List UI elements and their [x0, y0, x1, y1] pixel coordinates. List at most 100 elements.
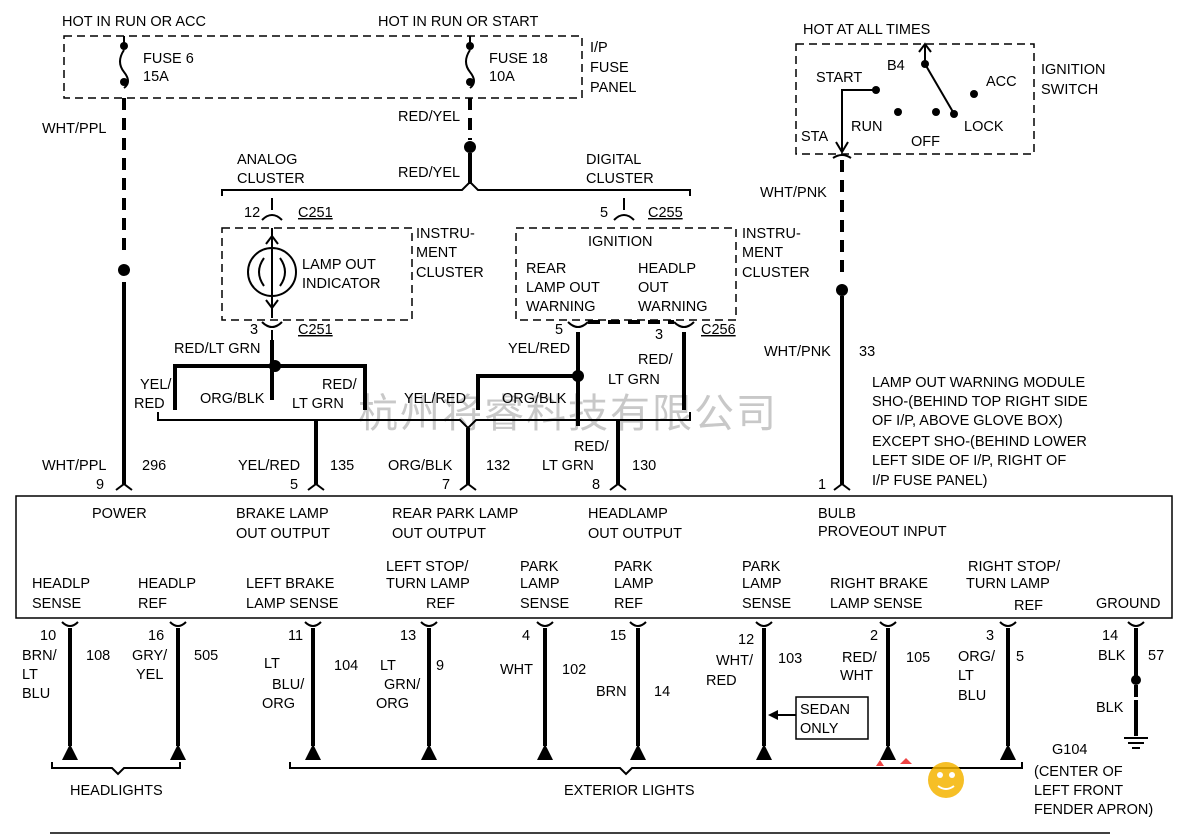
wht-ppl-top-label: WHT/PPL — [42, 121, 106, 137]
ckt-33-label: 33 — [859, 344, 875, 360]
headlp-sense-l2: SENSE — [32, 596, 81, 612]
c255-label: C255 — [648, 205, 683, 221]
fuse-6-amp: 15A — [143, 69, 169, 85]
w4-color-3: ORG — [376, 696, 409, 712]
module-inputs: YEL/RED 135 5 ORG/BLK 132 7 RED/ LT GRN … — [238, 160, 875, 493]
w7-pin: 12 — [738, 632, 754, 648]
ignition-switch-label-1: IGNITION — [1041, 62, 1105, 78]
yel-red-d-label: YEL/RED — [238, 458, 300, 474]
power-wire: WHT/PPL WHT/PPL 296 9 — [42, 98, 166, 493]
digital-cluster: 5 C255 IGNITION REAR LAMP OUT WARNING HE… — [404, 198, 810, 426]
lamp-out-label-1: LAMP OUT — [302, 257, 376, 273]
pin-3b-label: 3 — [655, 327, 663, 343]
head-warning-l1: HEADLP — [638, 261, 696, 277]
bulb-proveout-l2: PROVEOUT INPUT — [818, 524, 947, 540]
w9-circuit: 5 — [1016, 649, 1024, 665]
park-sense-1-l1: PARK — [520, 559, 559, 575]
wht-ppl-bottom-label: WHT/PPL — [42, 458, 106, 474]
fuse-panel-label-1: I/P — [590, 40, 608, 56]
rear-warning-l3: WARNING — [526, 299, 596, 315]
fuse-18-amp: 10A — [489, 69, 515, 85]
fuse-18-label: FUSE 18 — [489, 51, 548, 67]
brake-output-l1: BRAKE LAMP — [236, 506, 329, 522]
w5-pin: 4 — [522, 628, 530, 644]
w7-color-2: RED — [706, 673, 737, 689]
ckt-296-label: 296 — [142, 458, 166, 474]
watermark-text: 杭州将睿科技有限公司 — [358, 391, 778, 437]
pin-3a-label: 3 — [250, 322, 258, 338]
w4-pin: 13 — [400, 628, 416, 644]
pin-12-label: 12 — [244, 205, 260, 221]
brake-output-l2: OUT OUTPUT — [236, 526, 330, 542]
w2-color-2: YEL — [136, 667, 163, 683]
left-brake-sense-l2: LAMP SENSE — [246, 596, 339, 612]
lamp-out-indicator-bulb — [247, 247, 297, 297]
lt-grn-b-label: LT GRN — [292, 396, 344, 412]
right-brake-sense-l2: LAMP SENSE — [830, 596, 923, 612]
red-lt-grn-label: RED/LT GRN — [174, 341, 260, 357]
right-brake-sense-l1: RIGHT BRAKE — [830, 576, 928, 592]
pin-5-module-label: 5 — [290, 477, 298, 493]
module-desc-4: EXCEPT SHO-(BEHIND LOWER — [872, 434, 1087, 450]
park-ref-l2: LAMP — [614, 576, 654, 592]
headlights-label: HEADLIGHTS — [70, 783, 163, 799]
w3-pin: 11 — [288, 628, 303, 644]
ignition-switch: HOT AT ALL TIMES START B4 ACC RUN OFF LO… — [795, 22, 1105, 159]
pin-1-module-label: 1 — [818, 477, 826, 493]
pin-7-module-label: 7 — [442, 477, 450, 493]
w6-pin: 15 — [610, 628, 626, 644]
headlp-ref-l1: HEADLP — [138, 576, 196, 592]
org-blk-c-label: ORG/BLK — [502, 391, 567, 407]
lt-grn-c-label: LT GRN — [608, 372, 660, 388]
headlamp-output-l1: HEADLAMP — [588, 506, 668, 522]
digital-cluster-label-2: CLUSTER — [586, 171, 654, 187]
ignition-sta-label: STA — [801, 129, 828, 145]
w2-color-1: GRY/ — [132, 648, 168, 664]
g104-desc-3: FENDER APRON) — [1034, 802, 1153, 818]
wht-pnk-mid-label: WHT/PNK — [764, 344, 831, 360]
park-ref-l3: REF — [614, 596, 643, 612]
w5-circuit: 102 — [562, 662, 586, 678]
fuse-6-label: FUSE 6 — [143, 51, 194, 67]
module-desc-2: SHO-(BEHIND TOP RIGHT SIDE — [872, 394, 1088, 410]
lamp-out-warning-module: POWER BRAKE LAMP OUT OUTPUT REAR PARK LA… — [15, 495, 1173, 619]
park-sense-2-l2: LAMP — [742, 576, 782, 592]
g104-desc-1: (CENTER OF — [1034, 764, 1123, 780]
module-desc-5: LEFT SIDE OF I/P, RIGHT OF — [872, 453, 1066, 469]
w9-pin: 3 — [986, 628, 994, 644]
red-d-label: RED/ — [574, 439, 610, 455]
hot-run-acc-label: HOT IN RUN OR ACC — [62, 14, 206, 30]
left-brake-sense-l1: LEFT BRAKE — [246, 576, 335, 592]
yel-label: YEL/ — [140, 377, 172, 393]
park-sense-2-l3: SENSE — [742, 596, 791, 612]
w1-pin: 10 — [40, 628, 56, 644]
right-stop-ref-l2: TURN LAMP — [966, 576, 1050, 592]
sedan-only-l1: SEDAN — [800, 702, 850, 718]
w3-circuit: 104 — [334, 658, 358, 674]
pin-9-label: 9 — [96, 477, 104, 493]
ignition-cluster-label: IGNITION — [588, 234, 652, 250]
analog-cluster-label-2: CLUSTER — [237, 171, 305, 187]
output-wires: 10 BRN/ LT BLU 108 16 GRY/ YEL 505 11 LT… — [22, 621, 1164, 818]
w1-circuit: 108 — [86, 648, 110, 664]
bulb-proveout-l1: BULB — [818, 506, 856, 522]
w10-color-1: BLK — [1098, 648, 1126, 664]
w9-color-1: ORG/ — [958, 649, 996, 665]
watermark-logo — [876, 758, 964, 798]
module-desc-3: OF I/P, ABOVE GLOVE BOX) — [872, 413, 1063, 429]
left-stop-ref-l3: REF — [426, 596, 455, 612]
analog-cluster-label-1: ANALOG — [237, 152, 297, 168]
red-label: RED — [134, 396, 165, 412]
digital-cluster-label-1: DIGITAL — [586, 152, 641, 168]
g104-label: G104 — [1052, 742, 1087, 758]
module-desc-6: I/P FUSE PANEL) — [872, 473, 988, 489]
w8-color-2: WHT — [840, 668, 873, 684]
w7-circuit: 103 — [778, 651, 802, 667]
rear-park-output-l1: REAR PARK LAMP — [392, 506, 518, 522]
yel-red-b-label: YEL/RED — [508, 341, 570, 357]
fuse-panel-label-2: FUSE — [590, 60, 629, 76]
w1-color-2: LT — [22, 667, 38, 683]
rear-warning-l2: LAMP OUT — [526, 280, 600, 296]
fuse-panel-label-3: PANEL — [590, 80, 636, 96]
w3-color-2: BLU/ — [272, 677, 305, 693]
